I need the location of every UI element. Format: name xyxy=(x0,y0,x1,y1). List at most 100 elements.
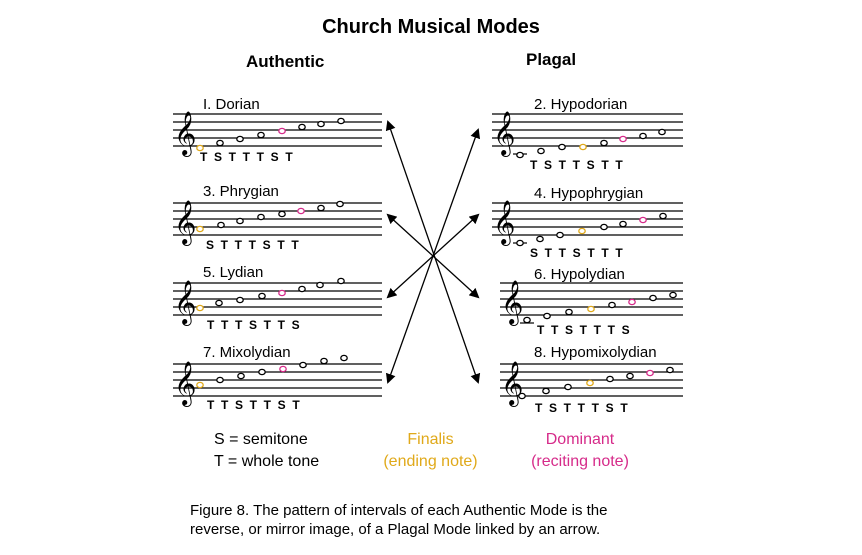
legend-whole-tone: T = whole tone xyxy=(214,453,320,470)
note xyxy=(215,299,223,307)
note xyxy=(518,392,526,400)
note xyxy=(316,281,324,289)
note xyxy=(536,235,544,243)
note xyxy=(298,123,306,131)
authentic-header: Authentic xyxy=(246,52,325,71)
finalis-note xyxy=(578,227,586,235)
staff-hypolydian: 𝄞 xyxy=(500,280,683,326)
note xyxy=(666,366,674,374)
note xyxy=(336,200,344,208)
legend-semitone: S = semitone xyxy=(214,431,308,448)
page-title: Church Musical Modes xyxy=(322,16,540,38)
staff-hypophrygian: 𝄞 xyxy=(492,200,683,247)
intervals-lydian: T T T S T T S xyxy=(207,318,300,332)
staff-hypomixolydian: 𝄞 xyxy=(500,361,683,407)
dominant-note xyxy=(297,207,305,215)
note xyxy=(236,135,244,143)
note xyxy=(523,316,531,324)
treble-clef-icon: 𝄞 xyxy=(493,111,515,157)
treble-clef-icon: 𝄞 xyxy=(174,361,196,407)
legend-finalis-desc: (ending note) xyxy=(383,453,478,470)
dominant-note xyxy=(278,127,286,135)
figure-caption-line2: reverse, or mirror image, of a Plagal Mo… xyxy=(190,521,601,538)
staff-mixolydian: 𝄞 xyxy=(173,354,382,407)
intervals-hypophrygian: S T T S T T T xyxy=(530,246,623,260)
note xyxy=(217,221,225,229)
note xyxy=(565,308,573,316)
staff-dorian: 𝄞 xyxy=(173,111,382,157)
treble-clef-icon: 𝄞 xyxy=(501,361,523,407)
note xyxy=(337,277,345,285)
mode-label-mixolydian: 7. Mixolydian xyxy=(203,344,291,361)
note xyxy=(257,131,265,139)
mode-label-hypodorian: 2. Hypodorian xyxy=(534,96,628,113)
mode-label-phrygian: 3. Phrygian xyxy=(203,183,279,200)
note xyxy=(600,139,608,147)
note xyxy=(298,285,306,293)
arrow-lydian-hypolydian xyxy=(386,213,480,299)
mode-label-dorian: I. Dorian xyxy=(203,96,260,113)
note xyxy=(669,291,677,299)
note xyxy=(659,212,667,220)
treble-clef-icon: 𝄞 xyxy=(174,111,196,157)
finalis-note xyxy=(196,144,204,152)
treble-clef-icon: 𝄞 xyxy=(493,200,515,246)
figure-caption-line1: Figure 8. The pattern of intervals of ea… xyxy=(190,502,608,519)
note xyxy=(543,312,551,320)
note xyxy=(556,231,564,239)
note xyxy=(600,223,608,231)
finalis-note xyxy=(196,381,204,389)
note xyxy=(236,217,244,225)
staff-phrygian: 𝄞 xyxy=(173,200,382,246)
note xyxy=(564,383,572,391)
dominant-note xyxy=(278,289,286,297)
intervals-hypomixolydian: T S T T T S T xyxy=(535,401,628,415)
treble-clef-icon: 𝄞 xyxy=(174,200,196,246)
intervals-hypodorian: T S T T S T T xyxy=(530,158,623,172)
note xyxy=(340,354,348,362)
finalis-note xyxy=(587,305,595,313)
dominant-note xyxy=(646,369,654,377)
note xyxy=(237,372,245,380)
plagal-header: Plagal xyxy=(526,50,577,69)
note xyxy=(558,143,566,151)
legend-dominant-desc: (reciting note) xyxy=(531,453,629,470)
mode-label-hypophrygian: 4. Hypophrygian xyxy=(534,185,644,202)
staff-hypodorian: 𝄞 xyxy=(492,111,683,159)
intervals-hypolydian: T T S T T T S xyxy=(537,323,630,337)
dominant-note xyxy=(628,298,636,306)
note xyxy=(317,120,325,128)
note xyxy=(542,387,550,395)
treble-clef-icon: 𝄞 xyxy=(501,280,523,326)
note xyxy=(258,292,266,300)
note xyxy=(649,294,657,302)
note xyxy=(236,296,244,304)
legend-finalis-title: Finalis xyxy=(407,431,454,448)
note xyxy=(216,139,224,147)
note xyxy=(658,128,666,136)
note xyxy=(278,210,286,218)
dominant-note xyxy=(279,365,287,373)
dominant-note xyxy=(639,216,647,224)
note xyxy=(606,375,614,383)
treble-clef-icon: 𝄞 xyxy=(174,280,196,326)
intervals-mixolydian: T T S T T S T xyxy=(207,398,300,412)
note xyxy=(516,239,524,247)
intervals-dorian: T S T T T S T xyxy=(200,150,293,164)
dominant-note xyxy=(619,135,627,143)
note xyxy=(317,204,325,212)
note xyxy=(639,132,647,140)
finalis-note xyxy=(586,379,594,387)
note xyxy=(216,376,224,384)
finalis-note xyxy=(579,143,587,151)
note xyxy=(337,117,345,125)
note xyxy=(258,368,266,376)
note xyxy=(608,301,616,309)
mode-link-arrows xyxy=(385,120,481,384)
note xyxy=(257,213,265,221)
note xyxy=(537,147,545,155)
staff-lydian: 𝄞 xyxy=(173,277,382,326)
finalis-note xyxy=(196,225,204,233)
mode-label-lydian: 5. Lydian xyxy=(203,264,264,281)
